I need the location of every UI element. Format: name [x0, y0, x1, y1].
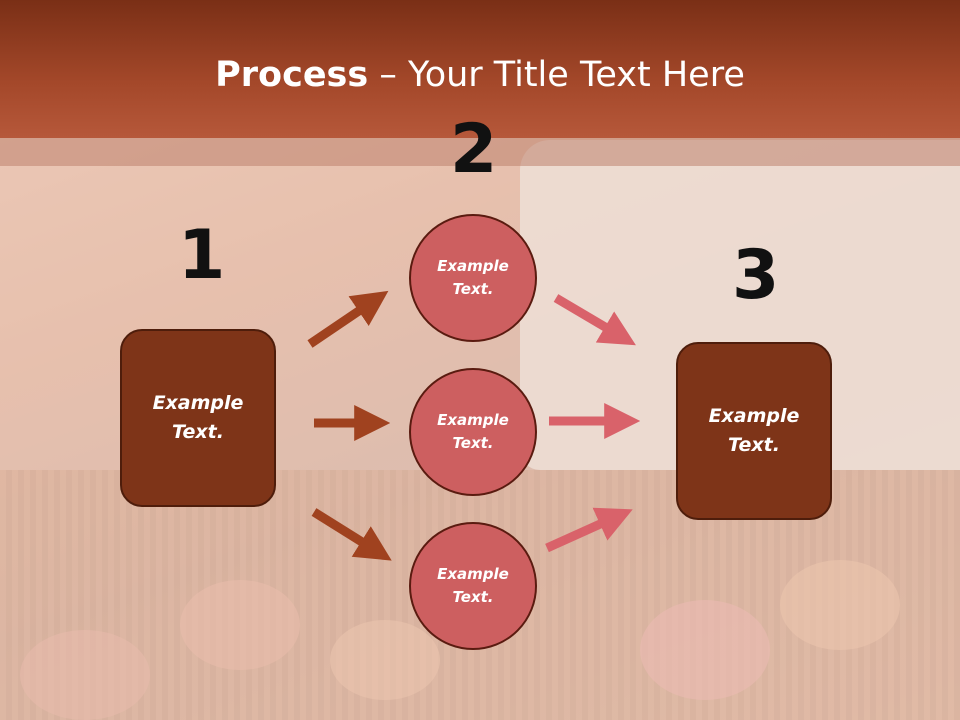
slide-title-bold: Process	[215, 55, 369, 95]
process-circle-bottom: Example Text.	[409, 522, 537, 650]
background-petal	[330, 620, 440, 700]
process-box-left: Example Text.	[120, 329, 276, 507]
arrow-bottom-to-right	[545, 507, 633, 553]
arrow-left-to-bottom	[311, 508, 392, 561]
title-bar	[0, 0, 960, 138]
arrow-top-to-right	[553, 294, 636, 346]
process-circle-top-label: Example Text.	[437, 257, 509, 298]
process-box-left-label: Example Text.	[152, 392, 244, 443]
arrow-left-to-top	[307, 290, 389, 348]
process-circle-top: Example Text.	[409, 214, 537, 342]
step-number-2: 2	[450, 110, 498, 189]
process-box-right-label: Example Text.	[708, 405, 800, 456]
process-circle-bottom-label: Example Text.	[437, 565, 509, 606]
step-number-1: 1	[178, 216, 226, 295]
title-bar-band	[0, 138, 960, 166]
slide-title-rest: – Your Title Text Here	[368, 55, 745, 95]
slide-title: Process – Your Title Text Here	[0, 55, 960, 95]
background-petal	[640, 600, 770, 700]
background-petal	[780, 560, 900, 650]
process-circle-middle-label: Example Text.	[437, 411, 509, 452]
process-circle-middle: Example Text.	[409, 368, 537, 496]
background-petal	[180, 580, 300, 670]
step-number-3: 3	[732, 236, 780, 315]
process-box-right: Example Text.	[676, 342, 832, 520]
background-petal	[20, 630, 150, 720]
